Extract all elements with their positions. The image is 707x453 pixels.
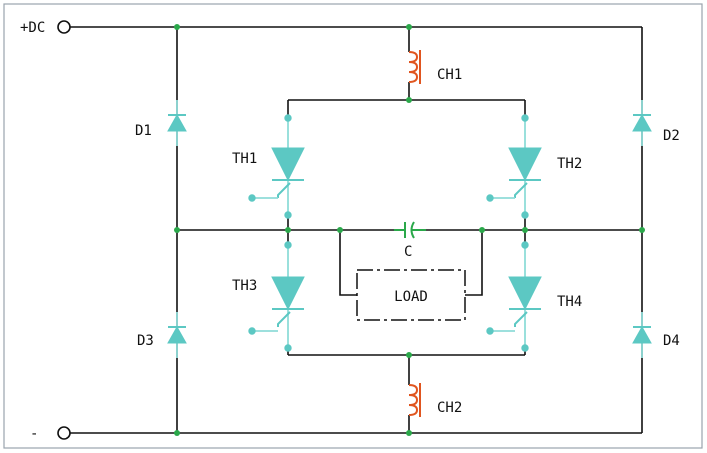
d3-label: D3 — [137, 333, 154, 349]
inductor-ch2: CH2 — [408, 383, 462, 417]
d4-label: D4 — [663, 333, 680, 349]
diode-d2: D2 — [632, 100, 680, 146]
th2-label: TH2 — [557, 156, 582, 172]
load: LOAD — [356, 269, 466, 321]
junction-nodes — [174, 24, 645, 436]
d1-label: D1 — [135, 123, 152, 139]
d2-label: D2 — [663, 128, 680, 144]
wiring — [70, 26, 643, 434]
diode-d4: D4 — [632, 312, 680, 358]
th3-label: TH3 — [232, 278, 257, 294]
dc-negative-label: - — [30, 426, 38, 442]
diode-d1: D1 — [135, 100, 187, 146]
thyristor-th4: TH4 — [486, 241, 582, 352]
diagram-frame — [3, 3, 703, 449]
capacitor-c: C — [394, 221, 426, 260]
th1-label: TH1 — [232, 151, 257, 167]
thyristor-th2: TH2 — [486, 114, 582, 219]
load-label: LOAD — [394, 289, 428, 305]
thyristor-th1: TH1 — [232, 114, 305, 219]
diode-d3: D3 — [137, 312, 187, 358]
ch2-label: CH2 — [437, 400, 462, 416]
dc-negative-terminal: - — [30, 426, 71, 442]
cap-label: C — [404, 244, 412, 260]
dc-positive-label: +DC — [20, 20, 45, 36]
thyristor-th3: TH3 — [232, 241, 305, 352]
inductor-ch1: CH1 — [408, 50, 462, 84]
ch1-label: CH1 — [437, 67, 462, 83]
th4-label: TH4 — [557, 294, 582, 310]
dc-positive-terminal: +DC — [20, 20, 71, 36]
